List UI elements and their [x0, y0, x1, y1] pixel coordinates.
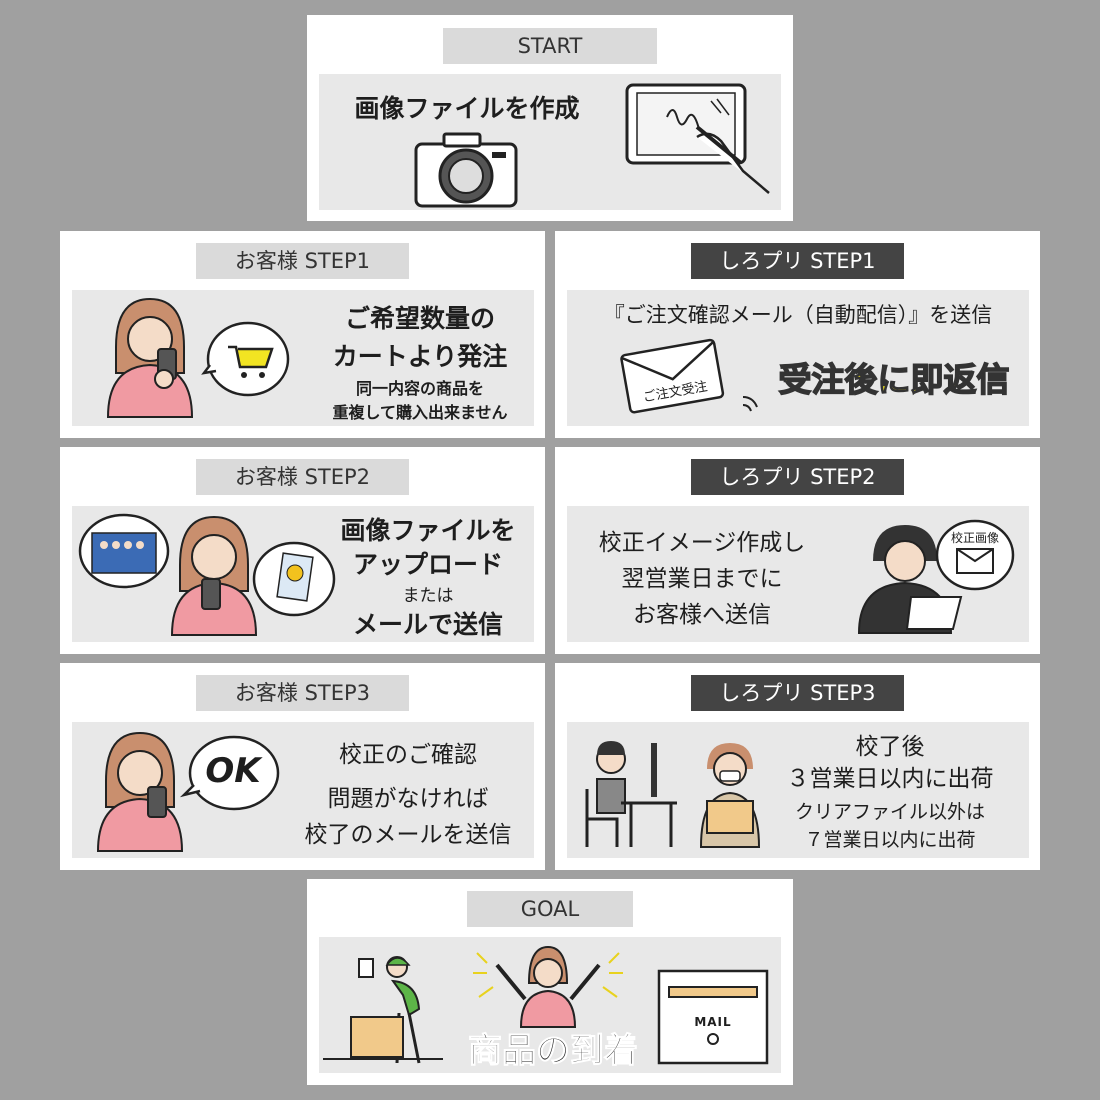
man-laptop-illustration: [857, 525, 963, 634]
start-card: START 画像ファイルを作成: [307, 15, 793, 221]
signal-lines-icon: [742, 396, 758, 412]
shiropuri-step2-card: しろプリ STEP2 校正イメージ作成し 翌営業日までに お客様へ送信 校正画像: [555, 447, 1040, 654]
customer-step1-note1: 同一内容の商品を: [355, 379, 484, 398]
customer-step2-line3: または: [402, 586, 454, 606]
customer-step3-line2: 問題がなければ: [327, 786, 489, 812]
shiropuri-step3-panel: [567, 722, 1029, 858]
customer-step1-line2: カートより発注: [332, 342, 508, 371]
shiropuri-step2-line2: 翌営業日までに: [621, 566, 783, 592]
delivery-person-illustration: [323, 956, 443, 1064]
shiropuri-step1-line1: 『ご注文確認メール（自動配信）』を送信: [603, 303, 993, 327]
mailbox-illustration: [657, 969, 769, 1065]
start-label: START: [443, 28, 657, 64]
shiropuri-step3-line1: 校了後: [855, 734, 925, 760]
goal-text: 商品の到着: [468, 1031, 639, 1072]
proof-mail-bubble-icon: [935, 519, 1015, 591]
ok-bubble-icon: [179, 735, 280, 811]
shiropuri-step3-line4: ７営業日以内に出荷: [804, 829, 976, 851]
shiropuri-step3-label: しろプリ STEP3: [691, 675, 904, 711]
shiropuri-step3-card: しろプリ STEP3 校了後 ３営業日以内に出荷 クリアファイル以外は ７営業日…: [555, 663, 1040, 870]
goal-card: GOAL 商品の到着 MAIL: [307, 879, 793, 1085]
woman-phone-illustration: [96, 731, 184, 852]
customer-step1-note2: 重複して購入出来ません: [332, 403, 508, 422]
tablet-drawing-icon: [625, 83, 770, 194]
woman-phone-illustration: [170, 515, 258, 636]
customer-step3-line3: 校了のメールを送信: [304, 822, 512, 848]
shiropuri-step1-label: しろプリ STEP1: [691, 243, 904, 279]
start-text: 画像ファイルを作成: [354, 94, 580, 123]
customer-step2-label: お客様 STEP2: [196, 459, 409, 495]
worker-desk-illustration: [585, 741, 677, 847]
proof-bubble-text: 校正画像: [950, 531, 999, 545]
customer-step2-card: お客様 STEP2 画像ファイルを アップロード または メールで送信: [60, 447, 545, 654]
shiropuri-step2-label: しろプリ STEP2: [691, 459, 904, 495]
cheering-woman-illustration: [473, 945, 623, 1028]
customer-step1-card: お客様 STEP1 ご希望数量の カートより発注 同一内容の商品を 重複して購入…: [60, 231, 545, 438]
customer-step2-line2: アップロード: [352, 550, 503, 579]
envelope-icon: [620, 338, 725, 414]
woman-phone-illustration: [106, 297, 194, 418]
customer-step3-label: お客様 STEP3: [196, 675, 409, 711]
goal-label: GOAL: [467, 891, 633, 927]
shiropuri-step2-line3: お客様へ送信: [633, 602, 771, 628]
camera-icon: [414, 132, 518, 208]
shiropuri-step3-line2: ３営業日以内に出荷: [786, 766, 994, 792]
shiropuri-step2-line1: 校正イメージ作成し: [598, 530, 806, 556]
customer-step1-label: お客様 STEP1: [196, 243, 409, 279]
customer-step2-line1: 画像ファイルを: [340, 516, 516, 545]
flower-photo-bubble-icon: [252, 541, 336, 617]
ok-bubble-text: OK: [205, 751, 261, 791]
customer-step1-line1: ご希望数量の: [344, 304, 495, 333]
cart-bubble-icon: [201, 321, 290, 397]
shiropuri-step1-card: しろプリ STEP1 『ご注文確認メール（自動配信）』を送信 ご注文受注 受注後…: [555, 231, 1040, 438]
worker-box-illustration: [699, 743, 761, 848]
mailbox-label: MAIL: [694, 1015, 732, 1029]
group-photo-bubble-icon: [78, 513, 170, 589]
customer-step2-line4: メールで送信: [352, 610, 503, 639]
customer-step3-line1: 校正のご確認: [339, 742, 477, 768]
customer-step3-card: お客様 STEP3 OK 校正のご確認 問題がなければ 校了のメールを送信: [60, 663, 545, 870]
shiropuri-step1-highlight: 受注後に即返信: [778, 359, 1011, 400]
shiropuri-step3-line3: クリアファイル以外は: [794, 801, 985, 823]
